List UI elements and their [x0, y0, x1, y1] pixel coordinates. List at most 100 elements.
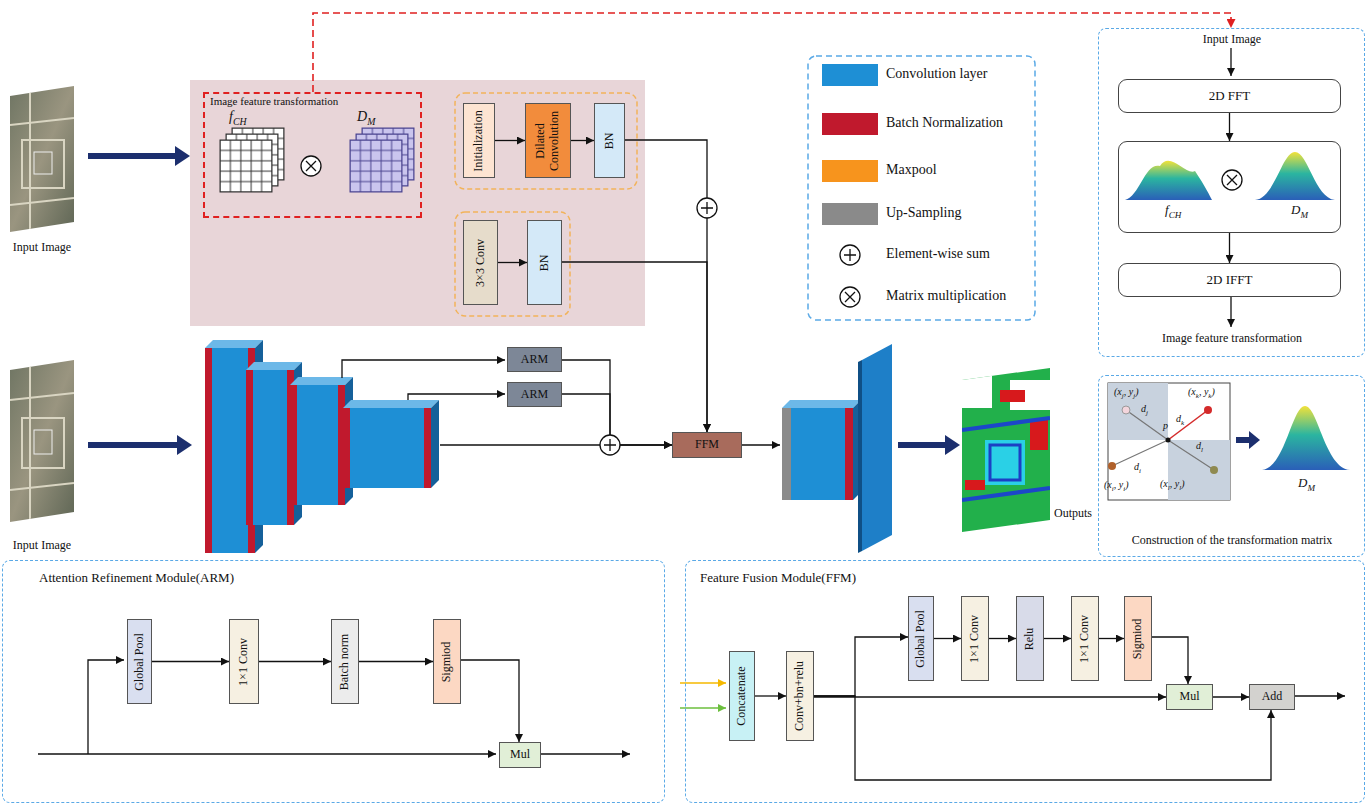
conv-box: 1×1 Conv [229, 619, 259, 704]
arrow [625, 140, 707, 432]
distance-figure [1122, 406, 1130, 414]
subscript: j [1133, 392, 1135, 400]
subscript: M [1307, 483, 1315, 493]
conv-bn-relu-box: Conv+bn+relu [786, 651, 814, 741]
matrix-grids [350, 140, 402, 192]
backbone-network [290, 377, 353, 385]
subscript: i [1112, 485, 1114, 493]
feature-panel-ground [455, 212, 570, 316]
text-run: DM [1291, 202, 1308, 220]
label-text: d [1176, 413, 1181, 424]
sigmoid-box: Sigmiod [433, 619, 461, 704]
sum-symbol [697, 198, 717, 218]
init-box: Initialization [463, 103, 495, 178]
bn-box: BN [594, 103, 625, 178]
arm-box: ARM [507, 347, 562, 372]
label: (xi, yi) [1104, 479, 1128, 493]
arrow [571, 140, 594, 141]
subscript: M [367, 116, 375, 127]
distance-figure [1108, 383, 1168, 440]
distance-figure [1249, 431, 1260, 449]
backbone-network [350, 408, 424, 488]
backbone-network [246, 370, 253, 525]
node-text: D [1291, 202, 1300, 217]
node-text: Dilated Convolution [534, 106, 562, 175]
backbone-network [297, 385, 338, 505]
node-text: Sigmiod [1131, 599, 1145, 678]
output-image [962, 368, 992, 408]
output-image [1000, 390, 1025, 402]
ffm-panel: Feature Fusion Module(FFM)ConcatenateCon… [685, 560, 1365, 803]
distance-figure [1236, 437, 1250, 443]
label-text: (x [1114, 386, 1122, 397]
sum-symbol [840, 245, 860, 265]
input-image [10, 360, 74, 522]
label: dj [1141, 403, 1148, 417]
backbone-network [424, 408, 431, 488]
ffm-box: FFM [672, 432, 742, 458]
wire [88, 660, 124, 754]
label: dk [1176, 413, 1184, 427]
input-arrow [680, 707, 726, 709]
backbone-network [246, 362, 302, 370]
subscript: j [1146, 409, 1148, 417]
arrow [814, 696, 1166, 697]
arrow [562, 262, 707, 432]
text-run: fCH [1165, 202, 1181, 220]
label-text: Input Image [13, 538, 71, 552]
input-arrow [88, 153, 176, 159]
distance-figure [1112, 410, 1214, 470]
input-image [34, 430, 52, 454]
decoder-network [858, 360, 862, 553]
output-image [985, 440, 1025, 485]
distance-figure [1210, 466, 1218, 474]
input-arrow [177, 435, 192, 455]
relu-box: Relu [1016, 596, 1044, 681]
legend-label: Element-wise sum [886, 246, 990, 263]
node-text: Relu [1023, 599, 1037, 678]
subscript: l [1179, 484, 1181, 492]
node-text: 1×1 Conv [1078, 599, 1092, 678]
multiply-symbol [1222, 170, 1242, 190]
subscript: M [1300, 210, 1308, 220]
label: Outputs [1054, 506, 1092, 521]
node-text: Global Pool [914, 599, 928, 678]
sum-symbol [701, 202, 713, 214]
node-text: ARM [521, 388, 548, 402]
dilated-conv-box: Dilated Convolution [525, 103, 571, 178]
sum-symbol [604, 439, 616, 451]
multiply-symbol [1227, 175, 1237, 185]
wire [1294, 695, 1345, 696]
decoder-network [791, 408, 845, 500]
node-text: Batch norm [338, 622, 352, 701]
label: Input Image [13, 240, 71, 255]
feature-panel-ground [190, 80, 645, 326]
distance-figure [1166, 438, 1171, 443]
arrow [461, 660, 519, 742]
decoder-network [862, 344, 892, 551]
node-text: Feature Fusion Module(FFM) [700, 570, 856, 585]
distance-figure [1204, 406, 1212, 414]
text-run: Construction of the transformation matri… [1132, 533, 1333, 548]
surface-plot [1262, 406, 1350, 470]
decoder-network [782, 344, 892, 553]
legend-text: Batch Normalization [886, 115, 1003, 130]
input-arrow [175, 146, 190, 166]
label-text: , y [1124, 386, 1133, 397]
output-image [1030, 420, 1048, 450]
input-arrow [680, 682, 726, 684]
backbone-network [343, 400, 439, 408]
node-text: Input Image [1203, 32, 1261, 46]
node-text: Sigmiod [440, 622, 454, 701]
node-text: ARM [521, 353, 548, 367]
text-run: Attention Refinement Module(ARM) [39, 570, 234, 586]
input-arrow [898, 442, 946, 448]
text-run: Image feature transformation [210, 95, 338, 108]
text-run: DM [357, 109, 375, 127]
ifft-box: 2D IFFT [1118, 263, 1341, 297]
legend-swatch [822, 113, 878, 135]
arrow [1229, 113, 1230, 141]
backbone-network [290, 385, 297, 505]
node-text: Image feature transformation [1162, 331, 1302, 345]
label-text: , y [1199, 386, 1208, 397]
